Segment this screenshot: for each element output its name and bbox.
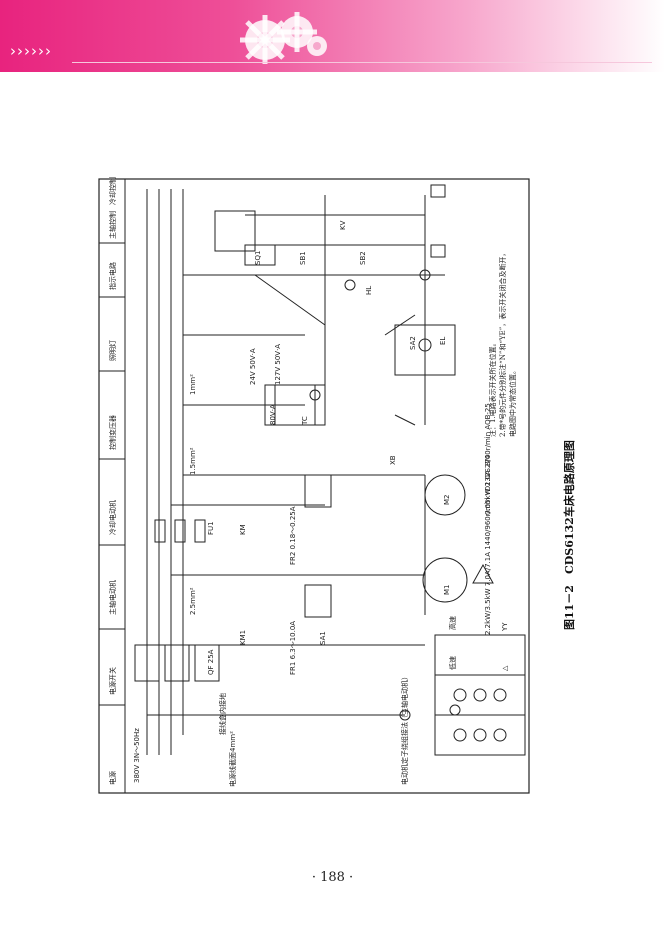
label-fr1: FR1 6.3～10.0A: [289, 621, 297, 675]
label-wire-15: 1.5mm²: [189, 447, 197, 475]
header-rule: [72, 62, 652, 63]
label-v24: 24V 50V·A: [249, 348, 257, 385]
col-label-4: 控制变压器: [108, 415, 117, 450]
label-v127: 127V 50V·A: [274, 344, 282, 385]
label-wire-25: 2.5mm²: [189, 587, 197, 615]
label-sa2: SA2: [409, 336, 417, 350]
figure-note-1: 注：1.电路表示开关所在位置。: [488, 339, 497, 437]
label-tc-spec: 80V·A: [269, 404, 277, 425]
label-fr2: FR2 0.18～0.25A: [289, 506, 297, 565]
label-fu1: FU1: [207, 521, 215, 535]
col-label-3: 冷却电动机: [108, 500, 117, 535]
label-motor1-spec: 2.2kW/3.5kW 7.0A/7.1A 1440/960r/min YD13…: [484, 454, 492, 635]
figure-caption-wrapper: 图11－2 CDS6132车床电路原理图: [562, 440, 576, 630]
label-bottom-note: 电动机定子绕组接法（主轴电动机）: [400, 673, 409, 785]
col-label-5: 照明灯: [108, 340, 117, 361]
label-yy: YY: [501, 622, 509, 632]
label-qf: QF 25A: [207, 649, 215, 675]
label-tc: TC: [301, 416, 309, 426]
label-low-speed: 低速: [448, 656, 457, 670]
header-arrows: ››››››: [10, 42, 52, 60]
col-label-7: 主轴控制: [108, 211, 117, 239]
label-high-speed: 高速: [448, 616, 457, 630]
figure-note-2: 2.带*号的元件分别标注“N”和“YE”，表示开关闭合及断开，: [498, 250, 507, 437]
label-delta: △: [501, 665, 509, 671]
label-km: KM: [239, 524, 247, 535]
figure-note-3: 电路图中为常态位置。: [508, 367, 517, 437]
label-km1: KM1: [239, 630, 247, 645]
col-label-8: 冷却控制: [108, 177, 117, 205]
label-sq1: SQ1: [254, 251, 262, 265]
col-label-0: 电源: [108, 771, 117, 785]
page-number: · 188 ·: [311, 870, 354, 885]
col-label-6: 指示电路: [108, 262, 117, 290]
label-xb: XB: [389, 455, 397, 465]
figure-caption: 图11－2 CDS6132车床电路原理图: [562, 440, 576, 630]
label-sb2: SB2: [359, 251, 367, 265]
label-sb1: SB1: [299, 251, 307, 265]
label-m1: M1: [443, 585, 451, 596]
gear-decoration-icon: [240, 12, 327, 64]
label-el: EL: [439, 337, 447, 345]
label-m2: M2: [443, 495, 451, 506]
label-wire-1: 1mm²: [189, 374, 197, 395]
header-banner: ››››››: [0, 0, 665, 72]
label-motor2-spec: 0.05kW 2.0A 2700r/min AOB-25: [484, 403, 492, 515]
circuit-diagram: 380V 3N～50Hz 电源线截面4mm² 接线盒内接地 QF 25A FU1…: [98, 177, 530, 794]
col-label-2: 主轴电动机: [108, 580, 117, 615]
label-hl: HL: [365, 286, 373, 295]
label-ground-note: 接线盒内接地: [218, 693, 227, 735]
col-label-1: 电源开关: [108, 667, 117, 695]
label-power-note: 电源线截面4mm²: [228, 731, 237, 787]
label-supply: 380V 3N～50Hz: [133, 728, 141, 783]
label-sa1: SA1: [319, 631, 327, 645]
label-kv: KV: [339, 220, 347, 230]
